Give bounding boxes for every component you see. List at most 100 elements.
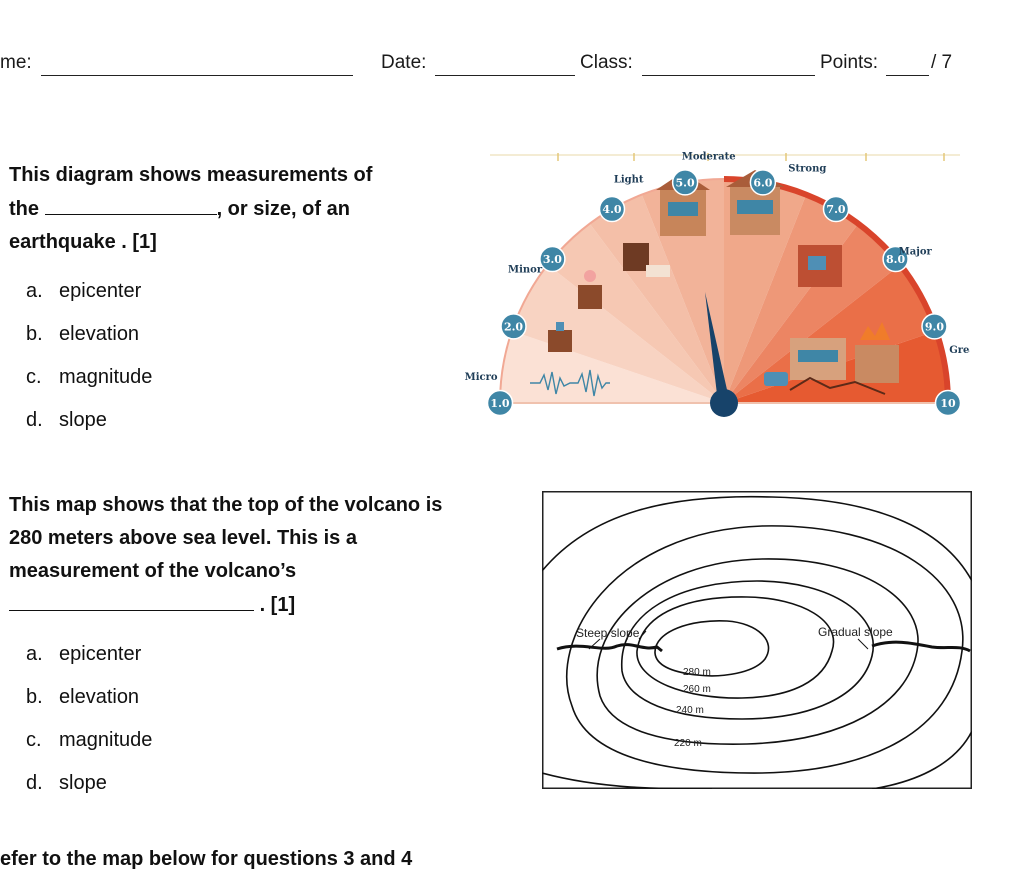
window-icon [668,202,698,216]
scale-badge: 3.0 [539,245,566,273]
class-field[interactable] [642,75,815,76]
scale-badge-value: 4.0 [602,203,621,216]
option-c[interactable]: c.magnitude [26,719,152,762]
flower-icon [584,270,596,282]
scale-badge: 2.0 [500,313,527,340]
cabinet-icon [578,285,602,309]
option-text: epicenter [59,643,142,665]
wedge-great-a [724,265,936,403]
question-1-line-2-suffix: , or size, of an [216,198,350,220]
option-b[interactable]: b.elevation [26,313,152,356]
gauge-pivot [710,389,738,417]
option-text: elevation [59,686,140,708]
category-label: Micro [465,372,498,383]
contour-260m [636,596,835,699]
contour-ring-4 [566,525,964,774]
vase-icon [556,322,564,331]
option-d[interactable]: d. slope [26,762,152,805]
scale-badge: 1.0 [486,389,514,417]
category-label: Great [949,345,970,356]
option-text: slope [59,772,107,794]
option-letter: b. [26,686,43,708]
steep-slope-pointer [638,630,647,640]
answer-blank-1[interactable] [44,192,217,215]
contour-label-280: 280 m [683,667,711,678]
cabinet-icon [548,330,572,352]
scale-badge: 6.0 [749,169,777,196]
option-d[interactable]: d. slope [26,399,152,442]
wedge-minor [512,265,724,403]
scale-badge-value: 3.0 [543,253,562,266]
map-border [542,491,972,789]
category-label: Minor [508,264,543,275]
option-a[interactable]: a. epicenter [26,633,152,676]
points-field[interactable] [886,75,929,76]
points-label: Points: [820,52,879,73]
cross-section-line [556,640,971,653]
worksheet-header: me: Date: Class: Points: / 7 [0,52,1033,82]
option-letter: d. [26,772,43,794]
question-2-options: a. epicenter b. elevation c.magnitude d. sl… [26,633,152,805]
bookcase-icon [623,243,649,271]
category-labels: MicroMinorLightModerateStrongMajorGreat [465,151,970,383]
points-total: / 7 [931,52,953,73]
top-scale-ticks [557,153,945,161]
seismograph-wave [530,369,610,397]
window-icon [737,200,773,214]
scale-badge: 5.0 [671,169,699,196]
category-label: Strong [788,164,826,175]
window-icon [798,350,838,362]
question-2-line-4-suffix: . [1] [259,594,296,616]
option-text: slope [59,409,107,431]
question-2-line-1: This map shows that the top of the volca… [9,494,443,516]
date-label: Date: [381,52,427,73]
contour-outer-bottom-right [871,730,972,789]
date-field[interactable] [435,75,575,76]
option-letter: b. [26,323,43,345]
answer-blank-2[interactable] [9,588,254,611]
contour-280m [654,620,770,677]
class-label: Class: [580,52,633,73]
ground-crack-icon [789,376,886,395]
question-1-line-2: the , or size, of an [9,192,449,226]
option-letter: d. [26,409,43,431]
earthquake-magnitude-diagram: 1.0 2.0 3.0 4.0 5.0 6.0 7.0 8.0 9.0 10 Micro Minor… [465,151,970,417]
category-label: Major [899,247,933,258]
scale-badge-value: 1.0 [490,397,509,410]
option-text: magnitude [59,366,153,388]
contour-label-220: 220 m [674,738,702,749]
option-letter: a. [26,643,43,665]
question-1-line-2-prefix: the [9,198,39,220]
scale-badge: 4.0 [598,195,626,223]
window-icon [808,256,826,270]
contour-220m [596,558,919,745]
contour-lines [542,495,972,789]
steep-slope-pointer [588,638,601,650]
category-label: Light [614,175,644,186]
option-b[interactable]: b. elevation [26,676,152,719]
steep-slope-label: Steep slope [576,626,640,640]
scale-badge-value: 10 [940,397,956,410]
scale-badge-value: 8.0 [886,253,905,266]
option-letter: c. [26,366,42,388]
question-2-line-2: 280 meters above sea level. This is a [9,527,357,549]
question-2-prompt: This map shows that the top of the volca… [9,489,529,622]
option-a[interactable]: a.epicenter [26,270,152,313]
scale-badge: 10 [934,389,962,417]
wedge-light-a [548,224,724,403]
option-c[interactable]: c. magnitude [26,356,152,399]
fire-icon [860,322,890,340]
house-collapse-icon [855,345,899,383]
name-field[interactable] [41,75,353,76]
question-1-options: a.epicenter b.elevation c. magnitude d. sl… [26,270,152,442]
question-1-line-3: earthquake . [1] [9,231,157,253]
gradual-slope-label: Gradual slope [818,625,893,639]
contour-outer-top [542,495,972,582]
contour-label-240: 240 m [676,705,704,716]
scale-badge-value: 9.0 [925,320,944,333]
question-2-line-4: . [1] [9,588,529,622]
scale-badge: 7.0 [822,195,850,223]
scale-badge: 8.0 [882,245,909,273]
scale-badge-value: 7.0 [826,203,845,216]
car-icon [764,372,788,386]
